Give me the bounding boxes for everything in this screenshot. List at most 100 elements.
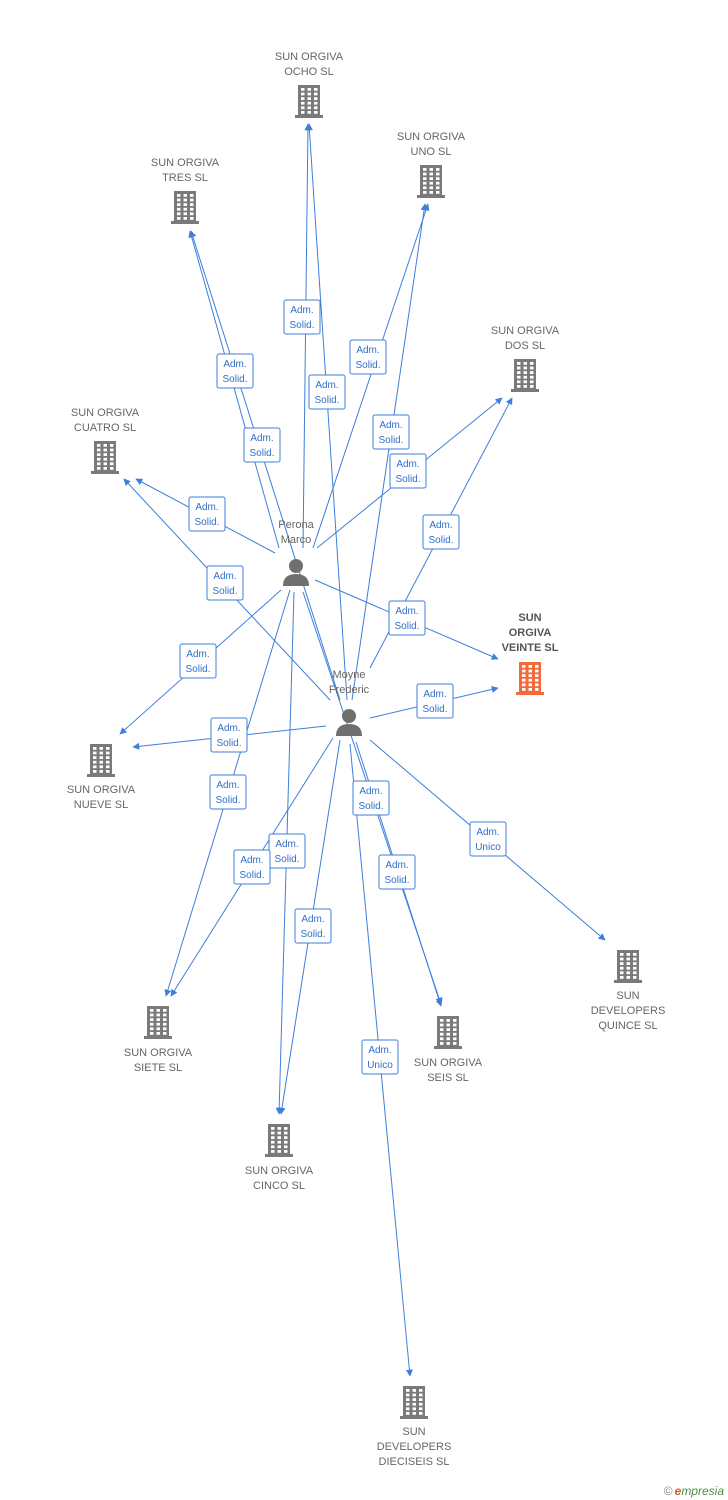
company-node-dos[interactable]: SUN ORGIVA DOS SL	[491, 325, 560, 392]
footer-brand[interactable]: ©empresia	[664, 1484, 724, 1498]
node-label: SUN ORGIVA	[491, 325, 560, 337]
edge-label-line: Solid.	[194, 517, 219, 528]
node-label: Marco	[281, 534, 312, 546]
edge-label-perona-nueve[interactable]: Adm.Solid.	[179, 643, 217, 679]
node-label: SUN ORGIVA	[71, 407, 140, 419]
edge-label-line: Adm.	[356, 345, 379, 356]
edge-label-perona-uno[interactable]: Adm.Solid.	[349, 339, 387, 375]
building-icon	[511, 359, 539, 392]
edge-label-line: Solid.	[212, 586, 237, 597]
building-icon	[91, 441, 119, 474]
node-label: ORGIVA	[509, 627, 552, 639]
node-label: SIETE SL	[134, 1062, 182, 1074]
node-label: VEINTE SL	[502, 642, 559, 654]
edge-label-perona-cinco[interactable]: Adm.Solid.	[268, 833, 306, 869]
edge-label-perona-seis[interactable]: Adm. Solid.	[352, 780, 390, 816]
edge-label-line: Adm.	[213, 571, 236, 582]
node-label: SUN ORGIVA	[124, 1047, 193, 1059]
company-node-nueve[interactable]: SUN ORGIVA NUEVE SL	[67, 744, 136, 811]
building-icon	[295, 85, 323, 118]
edge-label-line: Solid.	[300, 929, 325, 940]
node-label: SEIS SL	[427, 1072, 469, 1084]
edge-label-moyne-ocho[interactable]: Adm.Solid.	[308, 374, 346, 410]
edge-label-moyne-siete[interactable]: Adm.Solid.	[233, 849, 271, 885]
node-label: SUN	[616, 990, 639, 1002]
person-icon	[283, 559, 309, 586]
edge-label-moyne-uno[interactable]: Adm.Solid.	[372, 414, 410, 450]
edge-label-line: Solid.	[215, 795, 240, 806]
edge-label-line: Adm.	[216, 780, 239, 791]
company-node-siete[interactable]: SUN ORGIVA SIETE SL	[124, 1006, 193, 1074]
edge-moyne-ocho	[305, 123, 348, 701]
node-label: DEVELOPERS	[377, 1441, 452, 1453]
node-label: SUN ORGIVA	[67, 784, 136, 796]
edge-label-line: Solid.	[394, 621, 419, 632]
company-node-cuatro[interactable]: SUN ORGIVA CUATRO SL	[71, 407, 140, 474]
edge-label-line: Adm.	[217, 723, 240, 734]
edge-label-moyne-dos[interactable]: Adm.Solid.	[422, 514, 460, 550]
building-icon	[144, 1006, 172, 1039]
edge-label-perona-siete[interactable]: Adm. Solid.	[209, 774, 247, 810]
edge-label-perona-cuatro[interactable]: Adm. Solid.	[188, 496, 226, 532]
building-icon	[171, 191, 199, 224]
edge-label-line: Adm.	[359, 786, 382, 797]
node-label: DOS SL	[505, 340, 545, 352]
node-label: Perona	[278, 519, 314, 531]
node-label: Frederic	[329, 684, 370, 696]
edge-label-moyne-quince[interactable]: Adm.Unico	[469, 821, 507, 857]
edge-label-line: Adm.	[240, 855, 263, 866]
edge-label-moyne-cinco[interactable]: Adm.Solid.	[294, 908, 332, 944]
company-node-uno[interactable]: SUN ORGIVA UNO SL	[397, 131, 466, 198]
edge-label-line: Adm.	[275, 839, 298, 850]
edge-label-moyne-seis[interactable]: Adm.Solid.	[378, 854, 416, 890]
edge-label-moyne-cuatro[interactable]: Adm. Solid.	[206, 565, 244, 601]
edge-label-perona-veinte[interactable]: Adm.Solid.	[388, 600, 426, 636]
edge-label-moyne-nueve[interactable]: Adm. Solid.	[210, 717, 248, 753]
edge-label-line: Solid.	[289, 320, 314, 331]
node-label: UNO SL	[411, 146, 452, 158]
edge-label-moyne-tres[interactable]: Adm.Solid.	[243, 427, 281, 463]
node-label: SUN	[402, 1426, 425, 1438]
edge-label-line: Solid.	[428, 535, 453, 546]
building-icon	[400, 1386, 428, 1419]
edge-label-perona-tres[interactable]: Adm.Solid.	[216, 353, 254, 389]
brand-name: mpresia	[681, 1484, 724, 1498]
building-icon	[87, 744, 115, 777]
building-icon	[265, 1124, 293, 1157]
node-label: CUATRO SL	[74, 422, 136, 434]
node-label: SUN ORGIVA	[397, 131, 466, 143]
edge-label-line: Adm.	[423, 689, 446, 700]
edge-label-perona-dos[interactable]: Adm. Solid.	[389, 453, 427, 489]
building-icon	[417, 165, 445, 198]
edge-label-line: Unico	[367, 1060, 393, 1071]
edge-label-line: Adm.	[379, 420, 402, 431]
node-label: DEVELOPERS	[591, 1005, 666, 1017]
person-icon	[336, 709, 362, 736]
edge-label-line: Solid.	[395, 474, 420, 485]
edge-label-line: Adm.	[385, 860, 408, 871]
edge-label-moyne-dieciseis[interactable]: Adm.Unico	[361, 1039, 399, 1075]
edge-label-line: Solid.	[216, 738, 241, 749]
edge-label-line: Solid.	[185, 664, 210, 675]
node-label: NUEVE SL	[74, 799, 128, 811]
edge-label-line: Solid.	[358, 801, 383, 812]
edge-label-line: Adm.	[396, 459, 419, 470]
edge-label-moyne-veinte[interactable]: Adm.Solid.	[416, 683, 454, 719]
edge-label-perona-ocho[interactable]: Adm. Solid.	[283, 299, 321, 335]
edge-label-line: Solid.	[249, 448, 274, 459]
edge-label-line: Adm.	[290, 305, 313, 316]
brand-initial: e	[674, 1484, 682, 1498]
edge-label-line: Adm.	[195, 502, 218, 513]
edge-perona-uno	[312, 203, 430, 549]
